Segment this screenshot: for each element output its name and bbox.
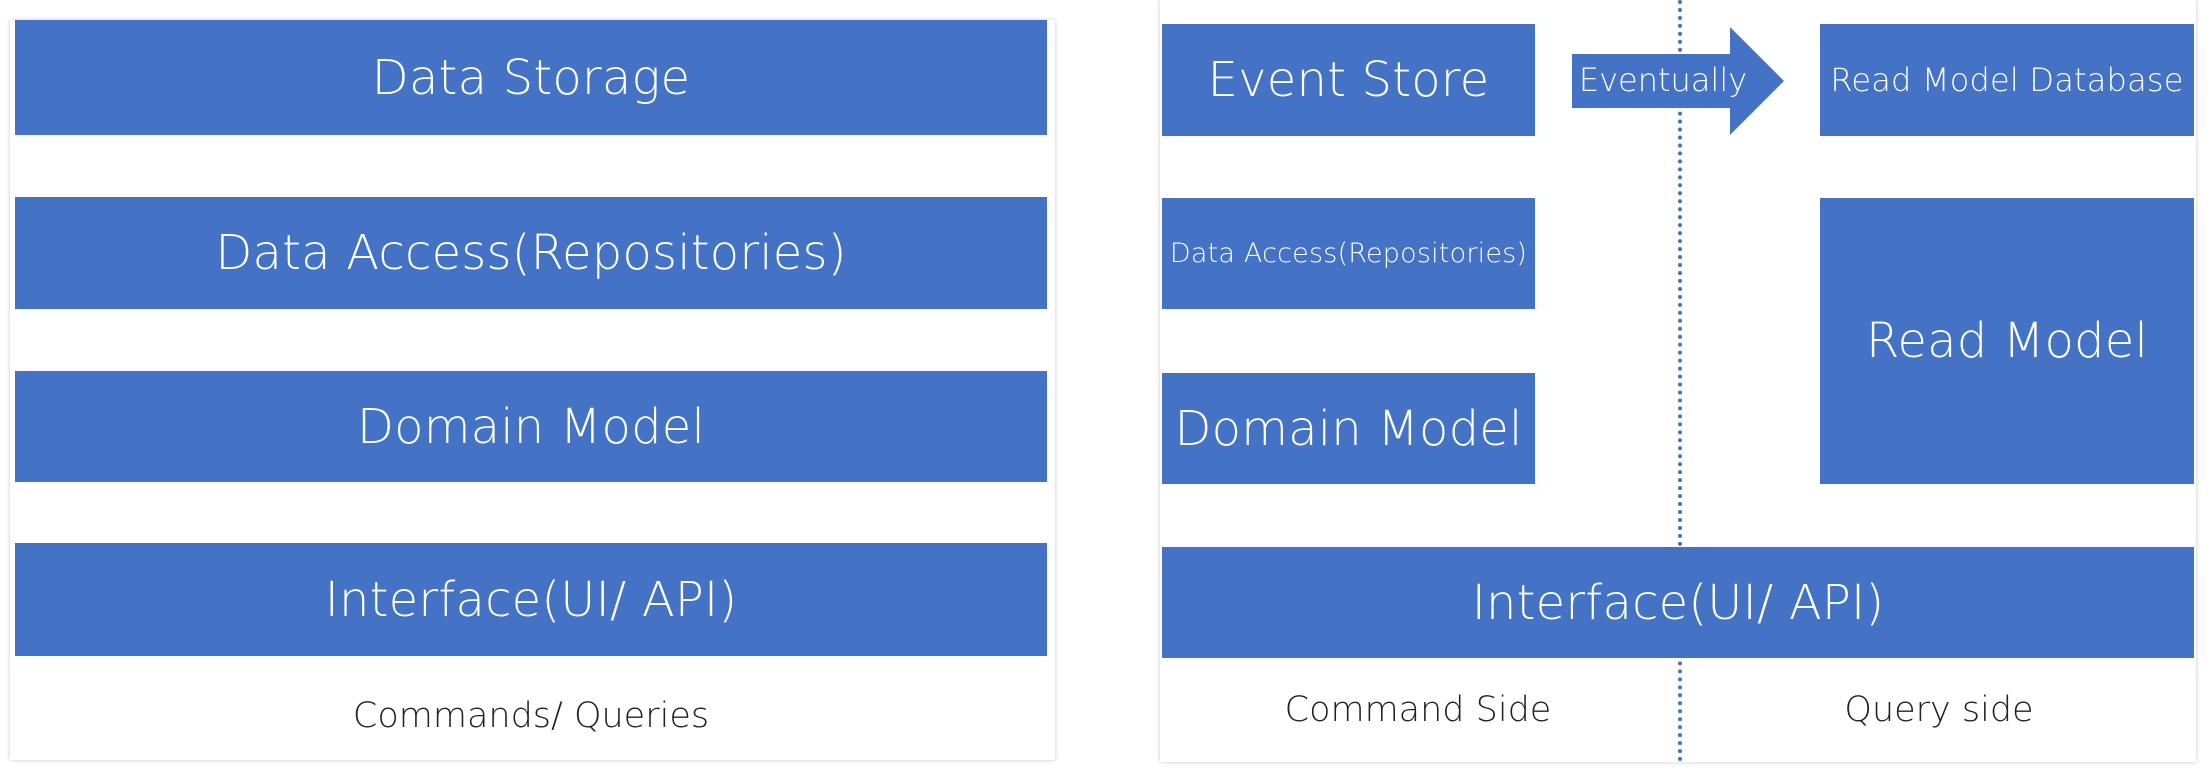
- interface-block: Interface(UI/ API): [1162, 547, 2194, 658]
- interface-block-label: Interface(UI/ API): [1471, 574, 1885, 631]
- query-side-label: Query side: [1844, 690, 2034, 730]
- command-query-divider: [1678, 0, 1682, 762]
- commands-queries-caption: Commands/ Queries: [15, 686, 1047, 746]
- data-storage-layer: Data Storage: [15, 20, 1047, 135]
- interface-layer: Interface(UI/ API): [15, 543, 1047, 656]
- read-model-label: Read Model: [1866, 313, 2148, 369]
- read-model-block: Read Model: [1820, 198, 2194, 484]
- event-store-block: Event Store: [1162, 24, 1535, 136]
- data-storage-label: Data Storage: [371, 49, 691, 106]
- interface-label: Interface(UI/ API): [324, 571, 738, 628]
- domain-model-block: Domain Model: [1162, 373, 1535, 484]
- domain-model-block-label: Domain Model: [1174, 400, 1523, 457]
- commands-queries-label: Commands/ Queries: [352, 696, 710, 736]
- data-access-block-label: Data Access(Repositories): [1169, 238, 1528, 269]
- data-access-block: Data Access(Repositories): [1162, 198, 1535, 309]
- data-access-label: Data Access(Repositories): [215, 225, 847, 281]
- read-model-database-block: Read Model Database: [1820, 24, 2194, 136]
- data-access-layer: Data Access(Repositories): [15, 197, 1047, 309]
- query-side-caption: Query side: [1685, 680, 2193, 740]
- read-model-database-label: Read Model Database: [1830, 61, 2184, 99]
- domain-model-layer: Domain Model: [15, 371, 1047, 482]
- command-side-caption: Command Side: [1162, 680, 1674, 740]
- command-side-label: Command Side: [1284, 690, 1552, 730]
- eventually-label: Eventually: [1578, 61, 1748, 99]
- eventually-arrow-icon: [1572, 27, 1784, 135]
- domain-model-label: Domain Model: [356, 398, 706, 455]
- event-store-label: Event Store: [1207, 52, 1490, 108]
